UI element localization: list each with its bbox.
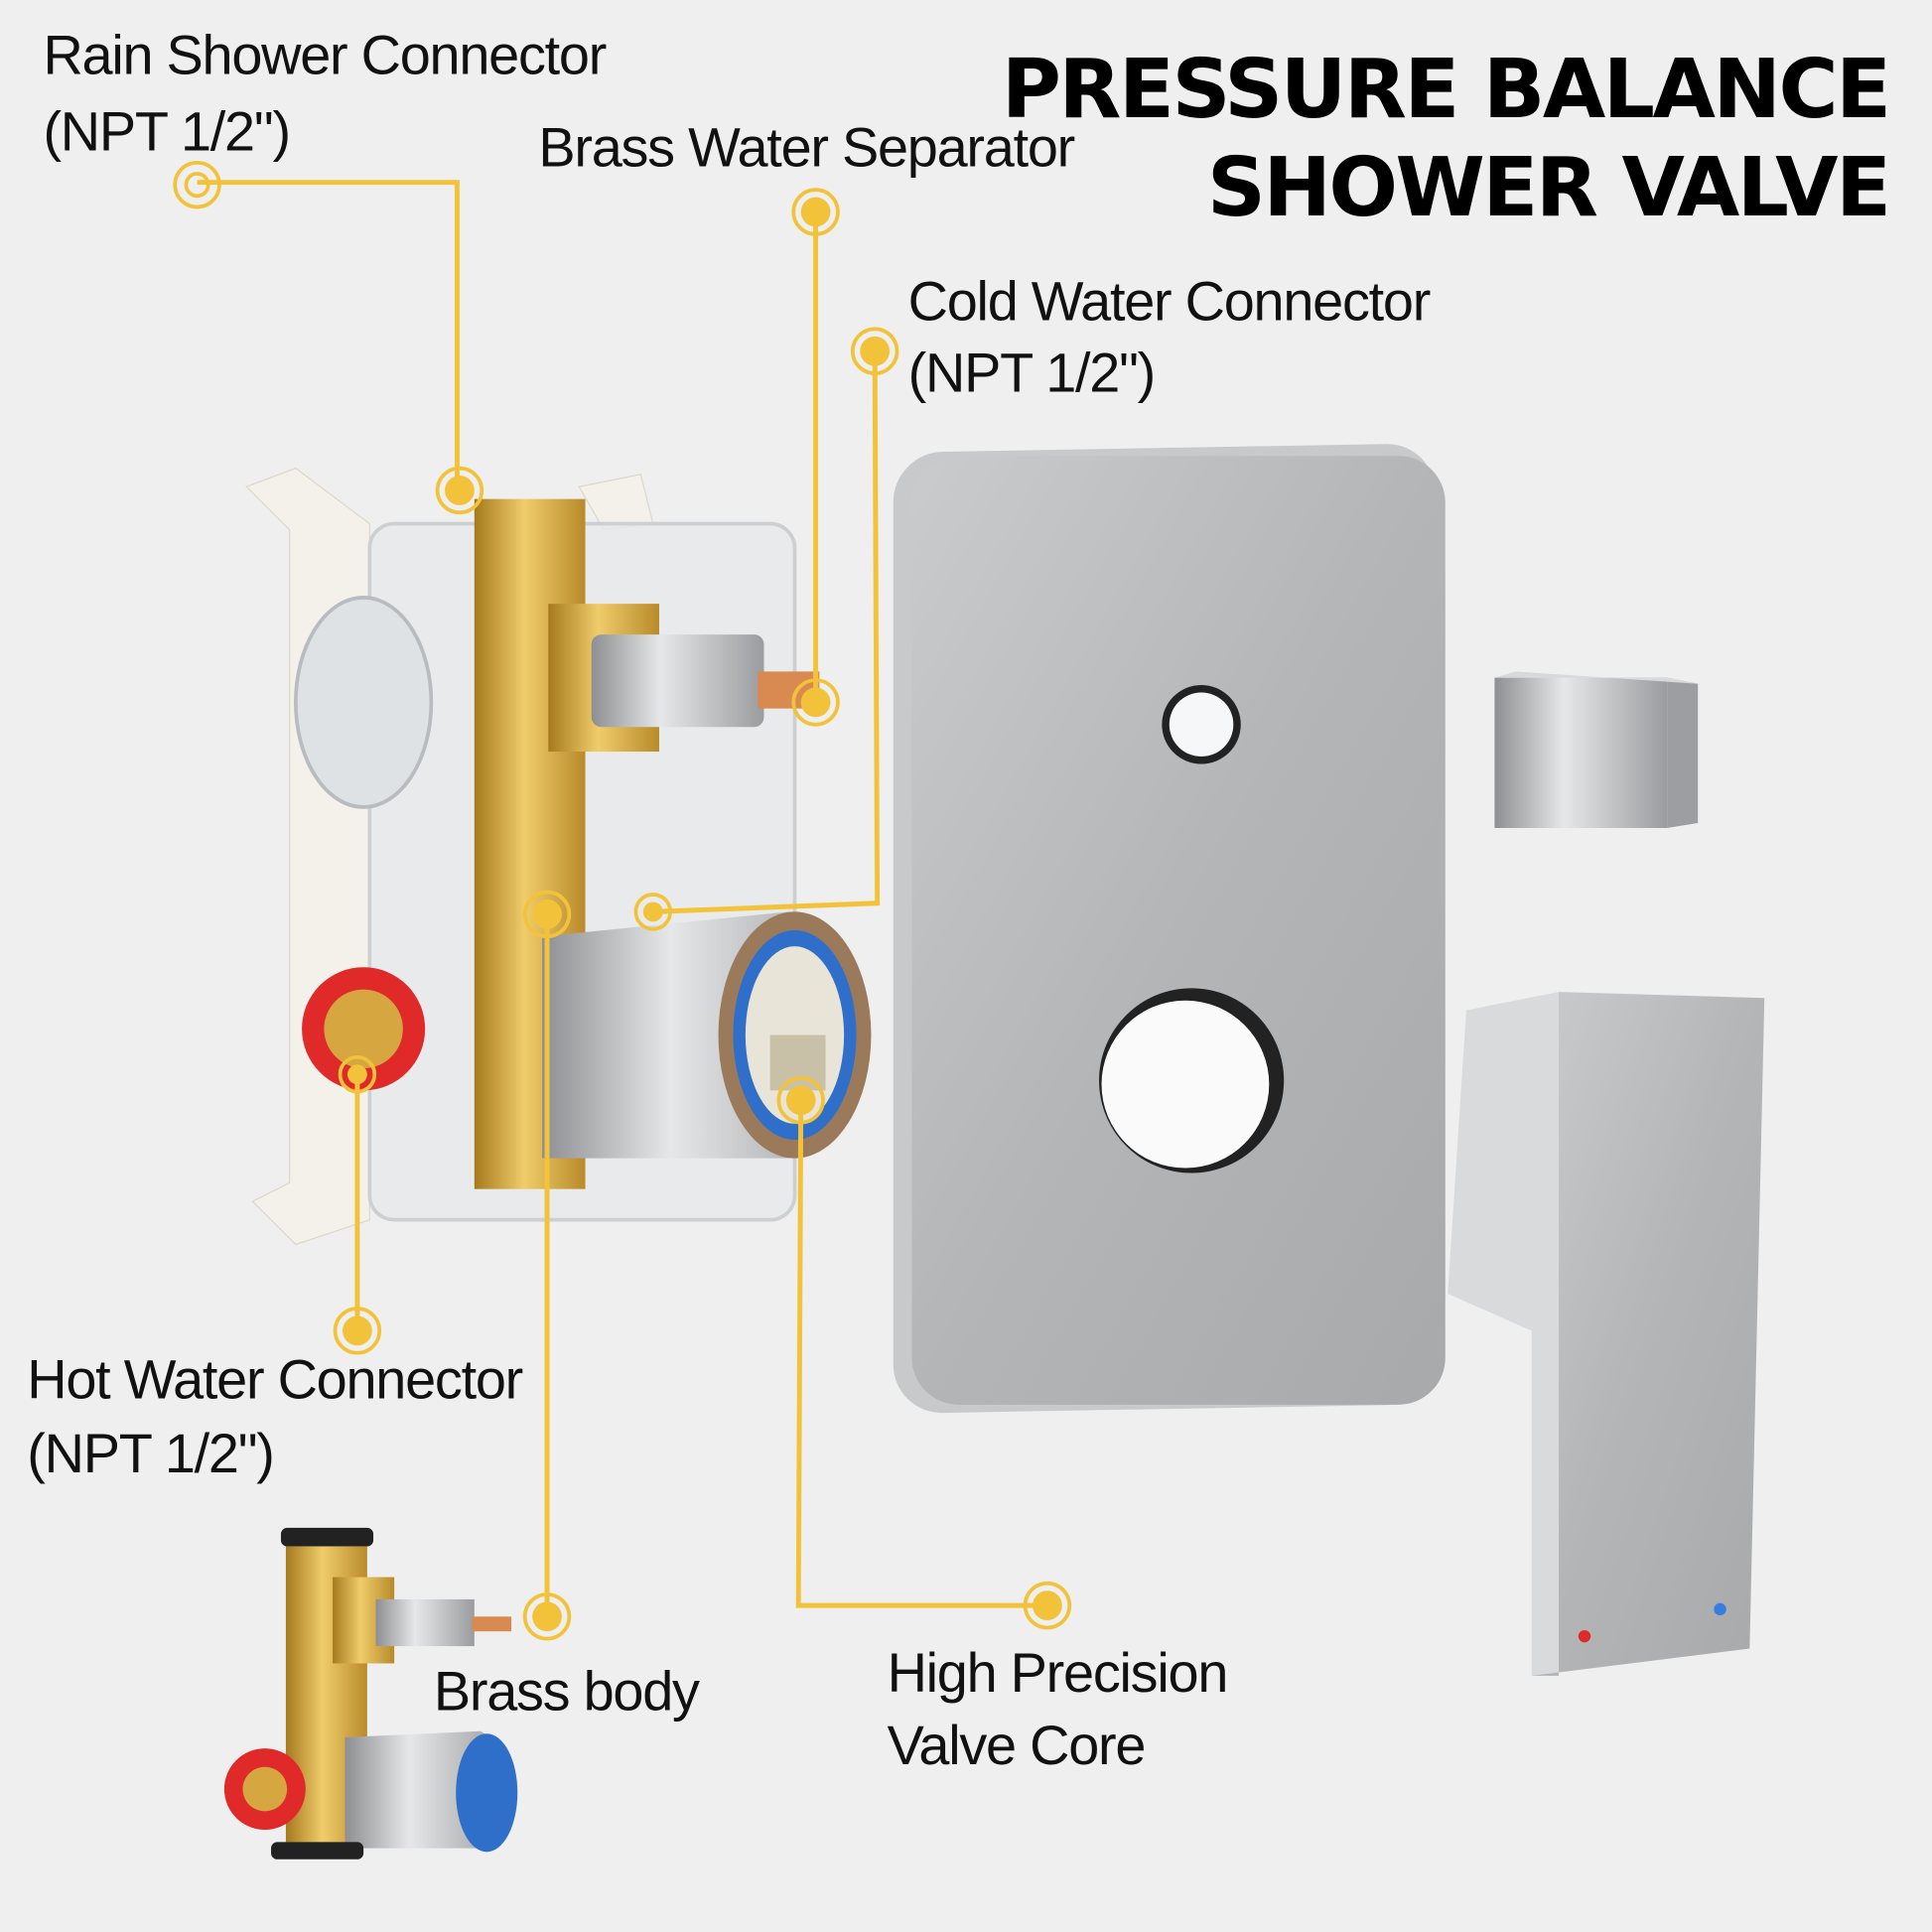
valve-core-label-2: Valve Core: [888, 1714, 1146, 1776]
cold-water-spec: (NPT 1/2"): [908, 342, 1155, 404]
diverter-knob-illustration: [1494, 671, 1699, 828]
marker-icon: [850, 327, 899, 375]
marker-icon: [173, 160, 221, 209]
marker-icon: [791, 678, 840, 727]
title-line-1: PRESSURE BALANCE: [1002, 43, 1889, 137]
trim-plate-illustration: [893, 444, 1446, 1414]
rain-shower-label: Rain Shower Connector: [43, 23, 606, 85]
marker-icon: [522, 1592, 572, 1641]
rain-shower-spec: (NPT 1/2"): [43, 99, 289, 162]
hot-water-spec: (NPT 1/2"): [27, 1422, 273, 1484]
marker-icon: [522, 890, 572, 939]
title-line-2: SHOWER VALVE: [1207, 141, 1889, 235]
rough-in-valve-illustration: [245, 467, 872, 1246]
marker-icon: [1023, 1581, 1072, 1630]
lever-handle-illustration: [1448, 992, 1765, 1676]
hot-indicator-dot: [1578, 1629, 1591, 1643]
callout-leaders: [197, 180, 1047, 1617]
brass-separator-label: Brass Water Separator: [538, 116, 1074, 179]
marker-icon: [776, 1076, 825, 1125]
cold-indicator-dot: [1714, 1602, 1726, 1616]
marker-icon: [333, 1307, 382, 1355]
marker-icon: [633, 893, 673, 931]
brass-body-label: Brass body: [434, 1660, 700, 1723]
marker-icon: [435, 466, 484, 515]
cold-water-label: Cold Water Connector: [908, 270, 1431, 333]
brass-body-inset-illustration: [223, 1527, 518, 1860]
marker-icon: [338, 1054, 377, 1094]
hot-water-label: Hot Water Connector: [27, 1348, 522, 1411]
marker-icon: [791, 188, 840, 236]
valve-core-label-1: High Precision: [888, 1641, 1228, 1704]
callout-markers: [173, 160, 1072, 1641]
